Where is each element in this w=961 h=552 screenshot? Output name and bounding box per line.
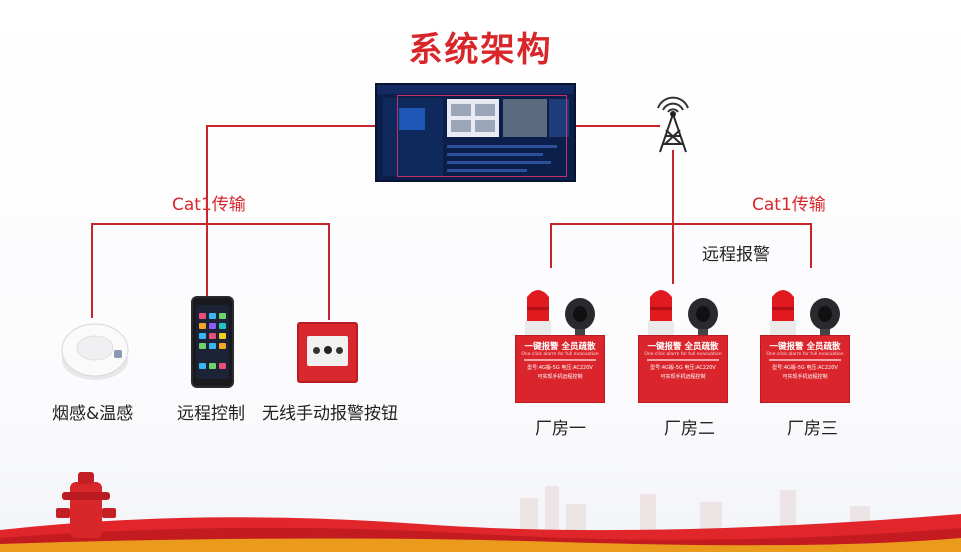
right-distribution-line <box>550 223 812 268</box>
smoke-detector-icon <box>61 323 129 380</box>
alarm-unit-1: 一键报警 全员疏散 One click alarm for full evacu… <box>515 285 605 403</box>
unit-caption-1: 厂房一 <box>535 419 586 439</box>
device-caption-remote: 远程控制 <box>177 404 245 424</box>
device-caption-smoke: 烟感&温感 <box>52 404 134 424</box>
footer-banner <box>0 472 961 552</box>
unit-sub: One click alarm for full evacuation <box>644 352 722 357</box>
page-title: 系统架构 <box>408 30 553 70</box>
unit-note: 可实现手机远程控制 <box>660 374 706 380</box>
left-distribution-line <box>91 223 330 320</box>
unit-sub: One click alarm for full evacuation <box>766 352 844 357</box>
right-link-label: Cat1传输 <box>752 195 826 215</box>
unit-caption-2: 厂房二 <box>664 419 715 439</box>
beacon-icon <box>525 290 551 335</box>
monitor-to-left-line <box>206 125 375 300</box>
unit-note: 可实现手机远程控制 <box>537 374 583 380</box>
phone-icon <box>191 296 234 388</box>
unit-note: 可实现手机远程控制 <box>782 374 828 380</box>
alarm-unit-2: 一键报警 全员疏散 One click alarm for full evacu… <box>638 285 728 403</box>
speaker-icon <box>688 298 718 335</box>
left-link-label: Cat1传输 <box>172 195 246 215</box>
call-point-icon <box>297 322 358 383</box>
monitor-icon <box>375 83 576 182</box>
unit-head: 一键报警 全员疏散 <box>524 342 596 352</box>
beacon-icon <box>648 290 674 335</box>
speaker-icon <box>810 298 840 335</box>
device-caption-button: 无线手动报警按钮 <box>262 404 398 424</box>
signal-tower-icon <box>657 96 689 153</box>
unit-spec: 型号:4G版-5G 电压:AC220V <box>527 365 593 371</box>
fire-hydrant-icon <box>56 472 116 538</box>
beacon-icon <box>770 290 796 335</box>
remote-alarm-label: 远程报警 <box>702 245 770 265</box>
unit-caption-3: 厂房三 <box>787 419 838 439</box>
alarm-unit-3: 一键报警 全员疏散 One click alarm for full evacu… <box>760 285 850 403</box>
unit-head: 一键报警 全员疏散 <box>647 342 719 352</box>
unit-spec: 型号:4G版-5G 电压:AC220V <box>772 365 838 371</box>
unit-sub: One click alarm for full evacuation <box>521 352 599 357</box>
speaker-icon <box>565 298 595 335</box>
unit-spec: 型号:4G版-5G 电压:AC220V <box>650 365 716 371</box>
unit-head: 一键报警 全员疏散 <box>769 342 841 352</box>
